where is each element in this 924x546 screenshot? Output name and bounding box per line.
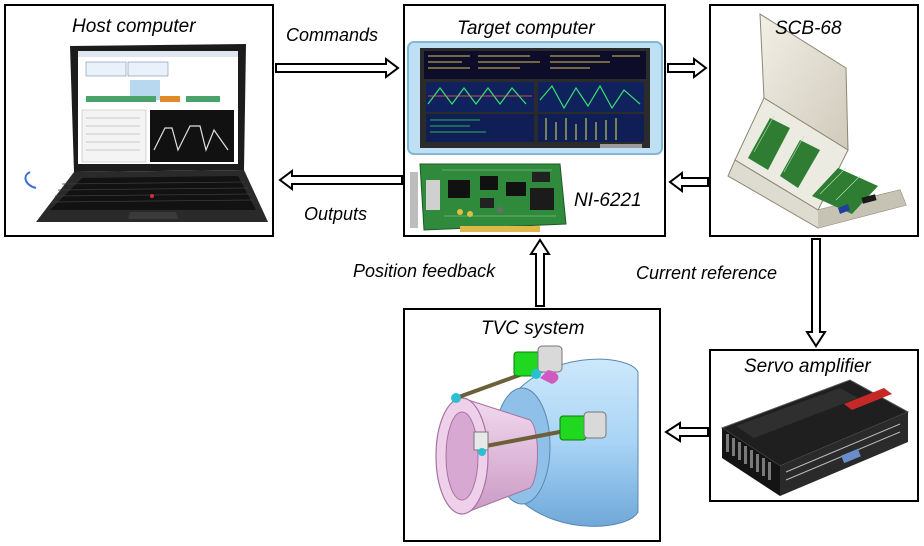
servo-amplifier-title: Servo amplifier	[744, 356, 871, 377]
scb68-title: SCB-68	[775, 18, 842, 39]
scb-to-target-arrow	[668, 171, 709, 193]
outputs-arrow	[278, 169, 403, 191]
commands-arrow	[275, 57, 400, 79]
tvc-system-title: TVC system	[481, 318, 585, 339]
pcb-card-icon	[410, 163, 567, 232]
laptop-icon	[24, 44, 268, 222]
monitor-icon	[407, 41, 663, 155]
target-computer-title: Target computer	[457, 18, 595, 39]
servo-to-tvc-arrow	[664, 421, 709, 443]
current-reference-label: Current reference	[636, 263, 778, 283]
target-to-scb-arrow	[667, 57, 708, 79]
host-computer-title: Host computer	[72, 16, 196, 37]
connector-block-icon	[727, 13, 907, 229]
outputs-label: Outputs	[304, 204, 368, 224]
commands-label: Commands	[286, 25, 379, 45]
current-reference-arrow	[805, 238, 827, 348]
ni6221-label: NI-6221	[574, 190, 642, 211]
position-feedback-label: Position feedback	[353, 261, 496, 281]
position-feedback-arrow	[529, 238, 551, 307]
servo-amplifier-icon	[720, 379, 910, 496]
nozzle-actuator-icon	[435, 345, 639, 527]
